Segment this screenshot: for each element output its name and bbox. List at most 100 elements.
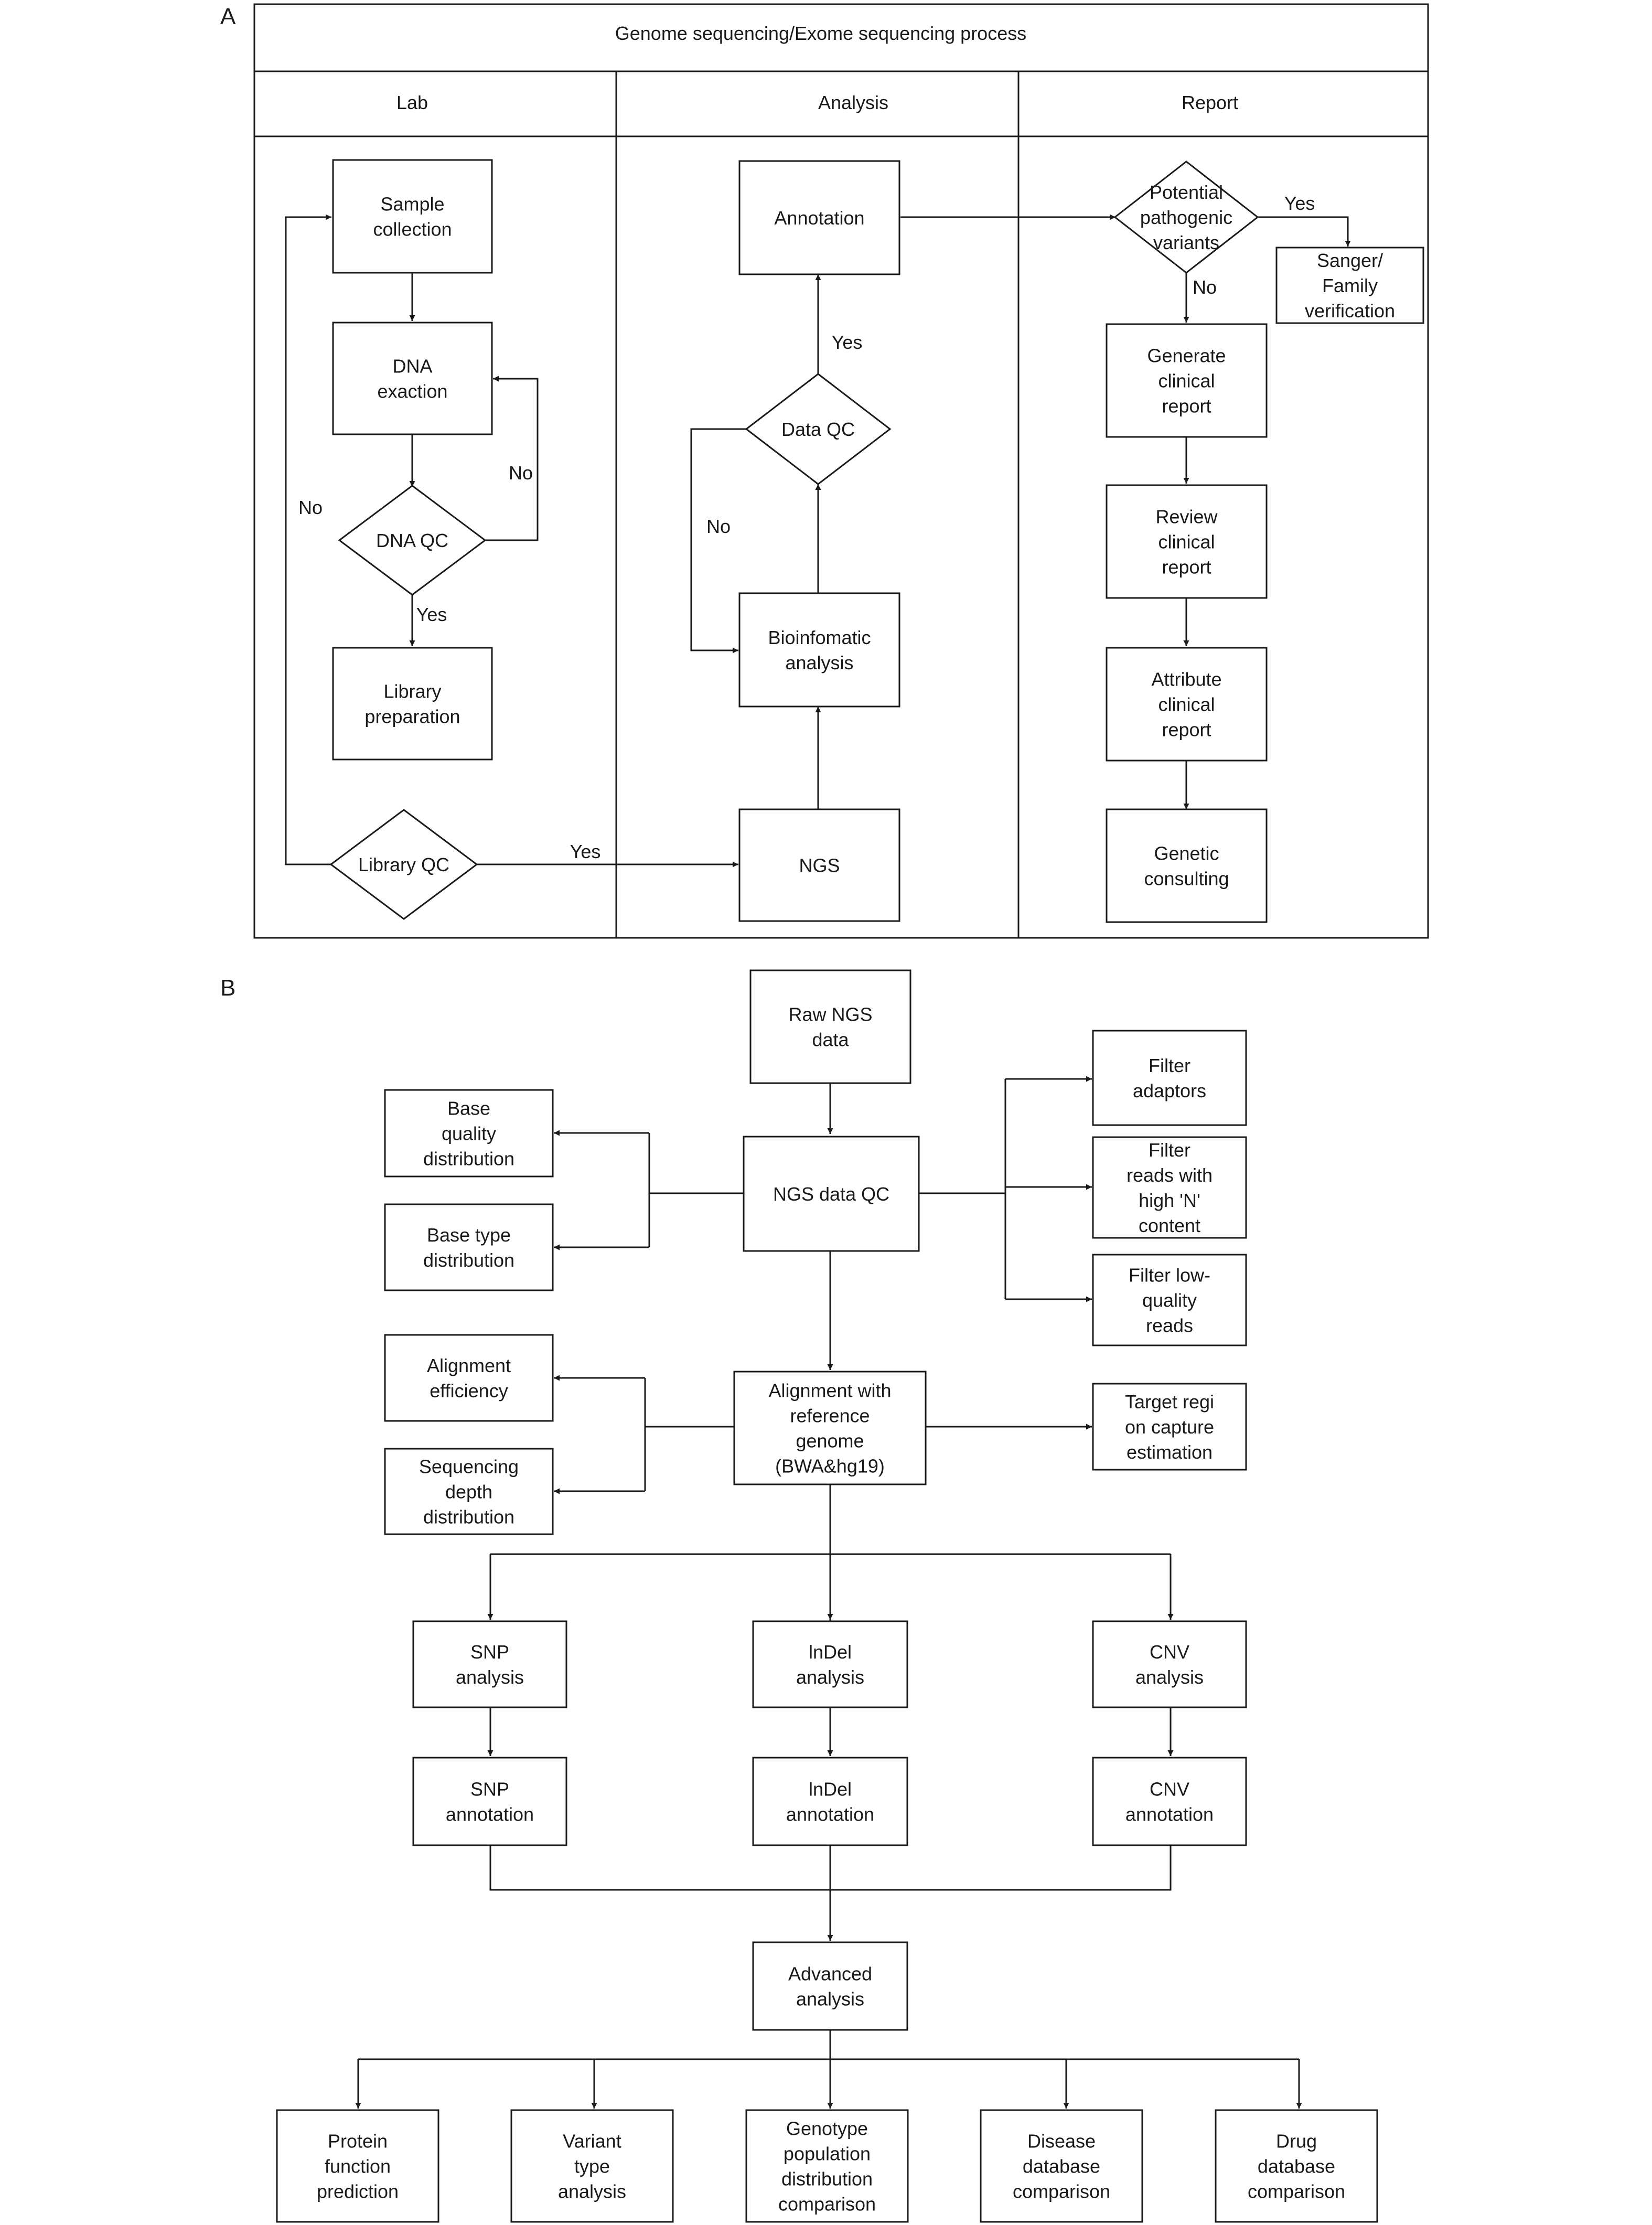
protein-function-prediction-label-line: function [325, 2156, 391, 2177]
target-region-capture-label-line: Target regi [1125, 1391, 1214, 1413]
base-quality-distribution-label-line: distribution [423, 1148, 514, 1170]
variant-type-analysis-label-line: Variant [563, 2131, 621, 2152]
attribute-clinical-report-label-line: clinical [1158, 694, 1215, 715]
review-clinical-report-node: Review clinical report [1106, 484, 1268, 599]
genetic-consulting-box [1106, 808, 1268, 923]
sample-collection-label-line: Sample [380, 194, 444, 215]
base-type-distribution-label-line: distribution [423, 1249, 514, 1271]
ngs-data-qc-box [743, 1136, 920, 1252]
edge-dnaqc-no-loop [477, 376, 539, 541]
genotype-population-comparison-label-line: comparison [778, 2194, 876, 2215]
alignment-efficiency-label-line: Alignment [427, 1355, 511, 1376]
review-clinical-report-label-line: Review [1155, 506, 1218, 528]
generate-clinical-report-label-line: report [1162, 395, 1211, 417]
filter-adaptors-label-line: adaptors [1133, 1080, 1206, 1101]
snp-analysis-box [412, 1620, 567, 1708]
filter-adaptors-box [1092, 1030, 1247, 1126]
edge-label-dna-yes: Yes [416, 604, 447, 625]
attribute-clinical-report-label-line: report [1162, 719, 1211, 741]
raw-ngs-data-label-line: Raw NGS [788, 1004, 872, 1025]
indel-annotation-label-line: lnDel [809, 1779, 852, 1800]
genotype-population-comparison-label-line: Genotype [786, 2118, 868, 2140]
ngs-data-qc-node: NGS data QC [743, 1136, 920, 1252]
indel-annotation-box [752, 1757, 908, 1846]
drug-database-comparison-label-line: comparison [1248, 2181, 1345, 2202]
disease-database-comparison-label-line: database [1023, 2156, 1100, 2177]
base-quality-distribution-label-line: Base [447, 1098, 490, 1119]
review-clinical-report-box [1106, 484, 1268, 599]
raw-ngs-data-box [749, 969, 911, 1084]
disease-database-comparison-label-line: comparison [1013, 2181, 1110, 2202]
advanced-analysis-label-line: analysis [796, 1988, 864, 2010]
filter-high-n-reads-label-line: high 'N' [1139, 1190, 1200, 1211]
cnv-analysis-box [1092, 1620, 1247, 1708]
edge-label-potential-no: No [1193, 276, 1217, 298]
snp-analysis-label-line: analysis [456, 1666, 524, 1688]
advanced-analysis-label-line: Advanced [788, 1963, 872, 1985]
sequencing-depth-distribution-label-line: Sequencing [419, 1456, 519, 1478]
drug-database-comparison-label-line: database [1258, 2156, 1335, 2177]
potential-pathogenic-variants-diamond [1113, 161, 1259, 274]
cnv-analysis-label-line: analysis [1135, 1666, 1204, 1688]
alignment-with-reference-label-line: genome [796, 1430, 864, 1452]
library-qc-diamond [329, 809, 478, 920]
cnv-annotation-label-line: CNV [1150, 1779, 1189, 1800]
edge-label-library-no: No [298, 497, 323, 518]
library-preparation-box [332, 647, 493, 761]
drug-database-comparison-label-line: Drug [1276, 2131, 1317, 2152]
sample-collection-label-line: collection [373, 219, 452, 240]
dna-exaction-box [332, 322, 493, 435]
review-clinical-report-label-line: clinical [1158, 531, 1215, 553]
disease-database-comparison-label-line: Disease [1027, 2131, 1096, 2152]
edge-dataqc-no-loop [690, 428, 747, 654]
disease-database-comparison-node: Disease database comparison [980, 2109, 1143, 2223]
potential-pathogenic-variants-label-line: Potential [1150, 181, 1223, 203]
edge-libqc-no-loop [285, 214, 331, 865]
swimlane-frame [253, 3, 1429, 939]
filter-high-n-reads-label-line: reads with [1127, 1164, 1213, 1186]
dna-exaction-node: DNA exaction [332, 322, 493, 435]
attribute-clinical-report-box [1106, 647, 1268, 762]
library-preparation-label-line: preparation [364, 706, 460, 728]
ngs-data-qc-label-line: NGS data QC [773, 1183, 889, 1205]
cnv-annotation-box [1092, 1757, 1247, 1846]
snp-annotation-box [412, 1757, 567, 1846]
lane-header-lab: Lab [396, 92, 428, 113]
genotype-population-comparison-label-line: distribution [781, 2168, 873, 2190]
target-region-capture-box [1092, 1383, 1247, 1471]
potential-pathogenic-variants-label-line: variants [1153, 232, 1219, 253]
snp-analysis-label-line: SNP [470, 1641, 509, 1663]
raw-ngs-data-label-line: data [812, 1029, 849, 1051]
dna-exaction-label-line: exaction [377, 381, 447, 402]
filter-low-quality-reads-label-line: reads [1146, 1315, 1193, 1336]
data-qc-decision: Data QC [745, 373, 892, 485]
sanger-family-verification-label-line: Family [1322, 275, 1378, 296]
alignment-with-reference-label-line: (BWA&hg19) [775, 1456, 885, 1477]
annotation-node: Annotation [738, 160, 900, 275]
filter-low-quality-reads-label-line: quality [1142, 1290, 1197, 1311]
disease-database-comparison-box [980, 2109, 1143, 2223]
dna-exaction-label-line: DNA [392, 356, 432, 377]
edge-potential-yes-to-sanger [1258, 216, 1351, 247]
base-type-distribution-box [384, 1203, 554, 1291]
library-preparation-label-line: Library [383, 681, 441, 702]
target-region-capture-label-line: estimation [1127, 1441, 1213, 1463]
raw-ngs-data-node: Raw NGS data [749, 969, 911, 1084]
variant-type-analysis-label-line: analysis [558, 2181, 626, 2202]
alignment-with-reference-label-line: reference [790, 1405, 870, 1427]
annotation-box [738, 160, 900, 275]
review-clinical-report-label-line: report [1162, 557, 1211, 578]
target-region-capture-label-line: on capture [1125, 1416, 1214, 1438]
alignment-efficiency-label-line: efficiency [430, 1380, 508, 1402]
library-preparation-node: Library preparation [332, 647, 493, 761]
